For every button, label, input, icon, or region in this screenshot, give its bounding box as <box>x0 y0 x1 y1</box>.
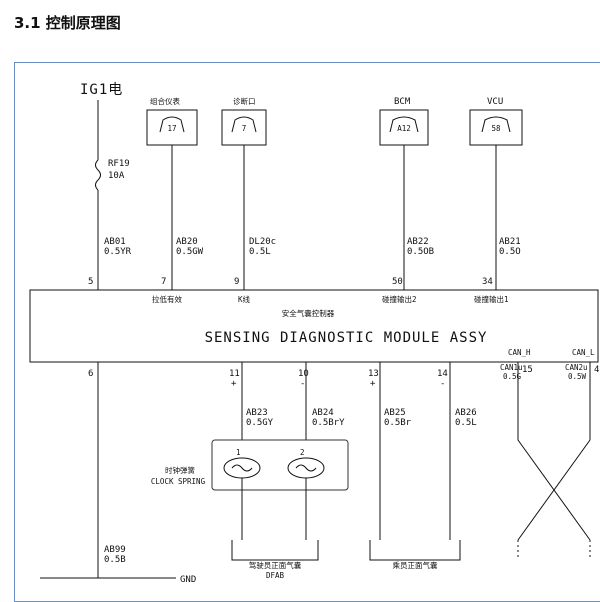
pin-10-sign: - <box>300 379 305 389</box>
connector-cluster: 组合仪表 17 <box>146 96 198 290</box>
pin-4: 4 <box>594 365 599 375</box>
driver-airbag: 驾驶员正面气囊 DFAB <box>231 540 319 580</box>
clock-spring-en-name: CLOCK SPRING <box>151 477 206 486</box>
connector-diag-pin: 7 <box>242 124 247 133</box>
connector-vcu-name: VCU <box>487 97 503 107</box>
pin-7-function: 拉低有效 <box>152 294 182 304</box>
wire-ab25-id: AB25 <box>384 408 406 418</box>
wire-ab23-id: AB23 <box>246 408 268 418</box>
wire-dl20c-id: DL20c <box>249 237 276 247</box>
wire-ab24-spec: 0.5BrY <box>312 418 345 428</box>
pin-5: 5 <box>88 277 93 287</box>
module-box <box>29 289 599 363</box>
pin-10: 10 <box>298 369 309 379</box>
can-h-wire: CAN1u <box>500 363 523 372</box>
pin-34: 34 <box>482 277 493 287</box>
module-cn-name: 安全气囊控制器 <box>282 308 335 318</box>
ground-wire-id: AB99 <box>104 545 126 555</box>
clock-spring-cn-name: 时钟弹簧 <box>165 465 195 475</box>
wire-ab20-id: AB20 <box>176 237 198 247</box>
can-l-spec: 0.5W <box>568 372 587 381</box>
pin-50-function: 碰撞输出2 <box>382 294 417 304</box>
ground-wire-spec: 0.5B <box>104 555 126 565</box>
fuse-rating: 10A <box>108 171 125 181</box>
connector-bcm-pin: A12 <box>397 124 411 133</box>
wire-ab24-id: AB24 <box>312 408 334 418</box>
clock-spring-pin-1: 1 <box>236 448 241 457</box>
clock-spring: 1 2 <box>211 439 349 540</box>
fuse-id: RF19 <box>108 159 130 169</box>
pin-14: 14 <box>437 369 448 379</box>
clock-spring-pin-2: 2 <box>300 448 305 457</box>
wire-ab20-spec: 0.5GW <box>176 247 204 257</box>
wire-ab23-spec: 0.5GY <box>246 418 274 428</box>
page-heading: 3.1 控制原理图 <box>14 14 121 32</box>
wire-ab22-id: AB22 <box>407 237 429 247</box>
can-twisted-pair <box>517 382 591 560</box>
connector-vcu: VCU 58 <box>469 97 523 290</box>
pin-50: 50 <box>392 277 403 287</box>
connector-cluster-name: 组合仪表 <box>150 96 180 106</box>
wiring-diagram: IG1电 RF19 10A 组合仪表 17 诊断口 7 BCM A12 VCU … <box>29 82 599 585</box>
can-h-spec: 0.5G <box>503 372 522 381</box>
wire-ab21-spec: 0.5O <box>499 247 521 257</box>
pin-7: 7 <box>161 277 166 287</box>
wire-ab26-spec: 0.5L <box>455 418 477 428</box>
wire-ab26-id: AB26 <box>455 408 477 418</box>
wire-ab25-spec: 0.5Br <box>384 418 412 428</box>
can-l-wire: CAN2u <box>565 363 588 372</box>
passenger-airbag: 乘员正面气囊 <box>369 540 461 570</box>
pin-13-sign: + <box>370 379 376 389</box>
connector-diag-name: 诊断口 <box>233 96 256 106</box>
pin-15: 15 <box>522 365 533 375</box>
module-en-name: SENSING DIAGNOSTIC MODULE ASSY <box>205 330 488 346</box>
can-l-label: CAN_L <box>572 348 595 357</box>
connector-vcu-pin: 58 <box>491 124 501 133</box>
pin-14-sign: - <box>440 379 445 389</box>
pin-11: 11 <box>229 369 240 379</box>
connector-bcm-name: BCM <box>394 97 411 107</box>
pin-9-function: K线 <box>238 294 251 304</box>
connector-bcm: BCM A12 <box>379 97 429 290</box>
pin-11-sign: + <box>231 379 237 389</box>
wire-dl20c-spec: 0.5L <box>249 247 271 257</box>
pin-34-function: 碰撞输出1 <box>474 294 509 304</box>
connector-cluster-pin: 17 <box>167 124 176 133</box>
pin-13: 13 <box>368 369 379 379</box>
wire-ab21-id: AB21 <box>499 237 521 247</box>
wire-ab01-spec: 0.5YR <box>104 247 132 257</box>
driver-airbag-cn-name: 驾驶员正面气囊 <box>249 560 302 570</box>
pin-6: 6 <box>88 369 93 379</box>
wire-ab01-id: AB01 <box>104 237 126 247</box>
power-source-label: IG1电 <box>80 82 123 98</box>
driver-airbag-code: DFAB <box>266 571 285 580</box>
connector-diag: 诊断口 7 <box>221 96 267 290</box>
fuse-icon <box>95 159 101 191</box>
ground-label: GND <box>180 575 196 585</box>
can-h-label: CAN_H <box>508 348 531 357</box>
passenger-airbag-cn-name: 乘员正面气囊 <box>393 560 438 570</box>
pin-9: 9 <box>234 277 239 287</box>
wire-ab22-spec: 0.5OB <box>407 247 434 257</box>
